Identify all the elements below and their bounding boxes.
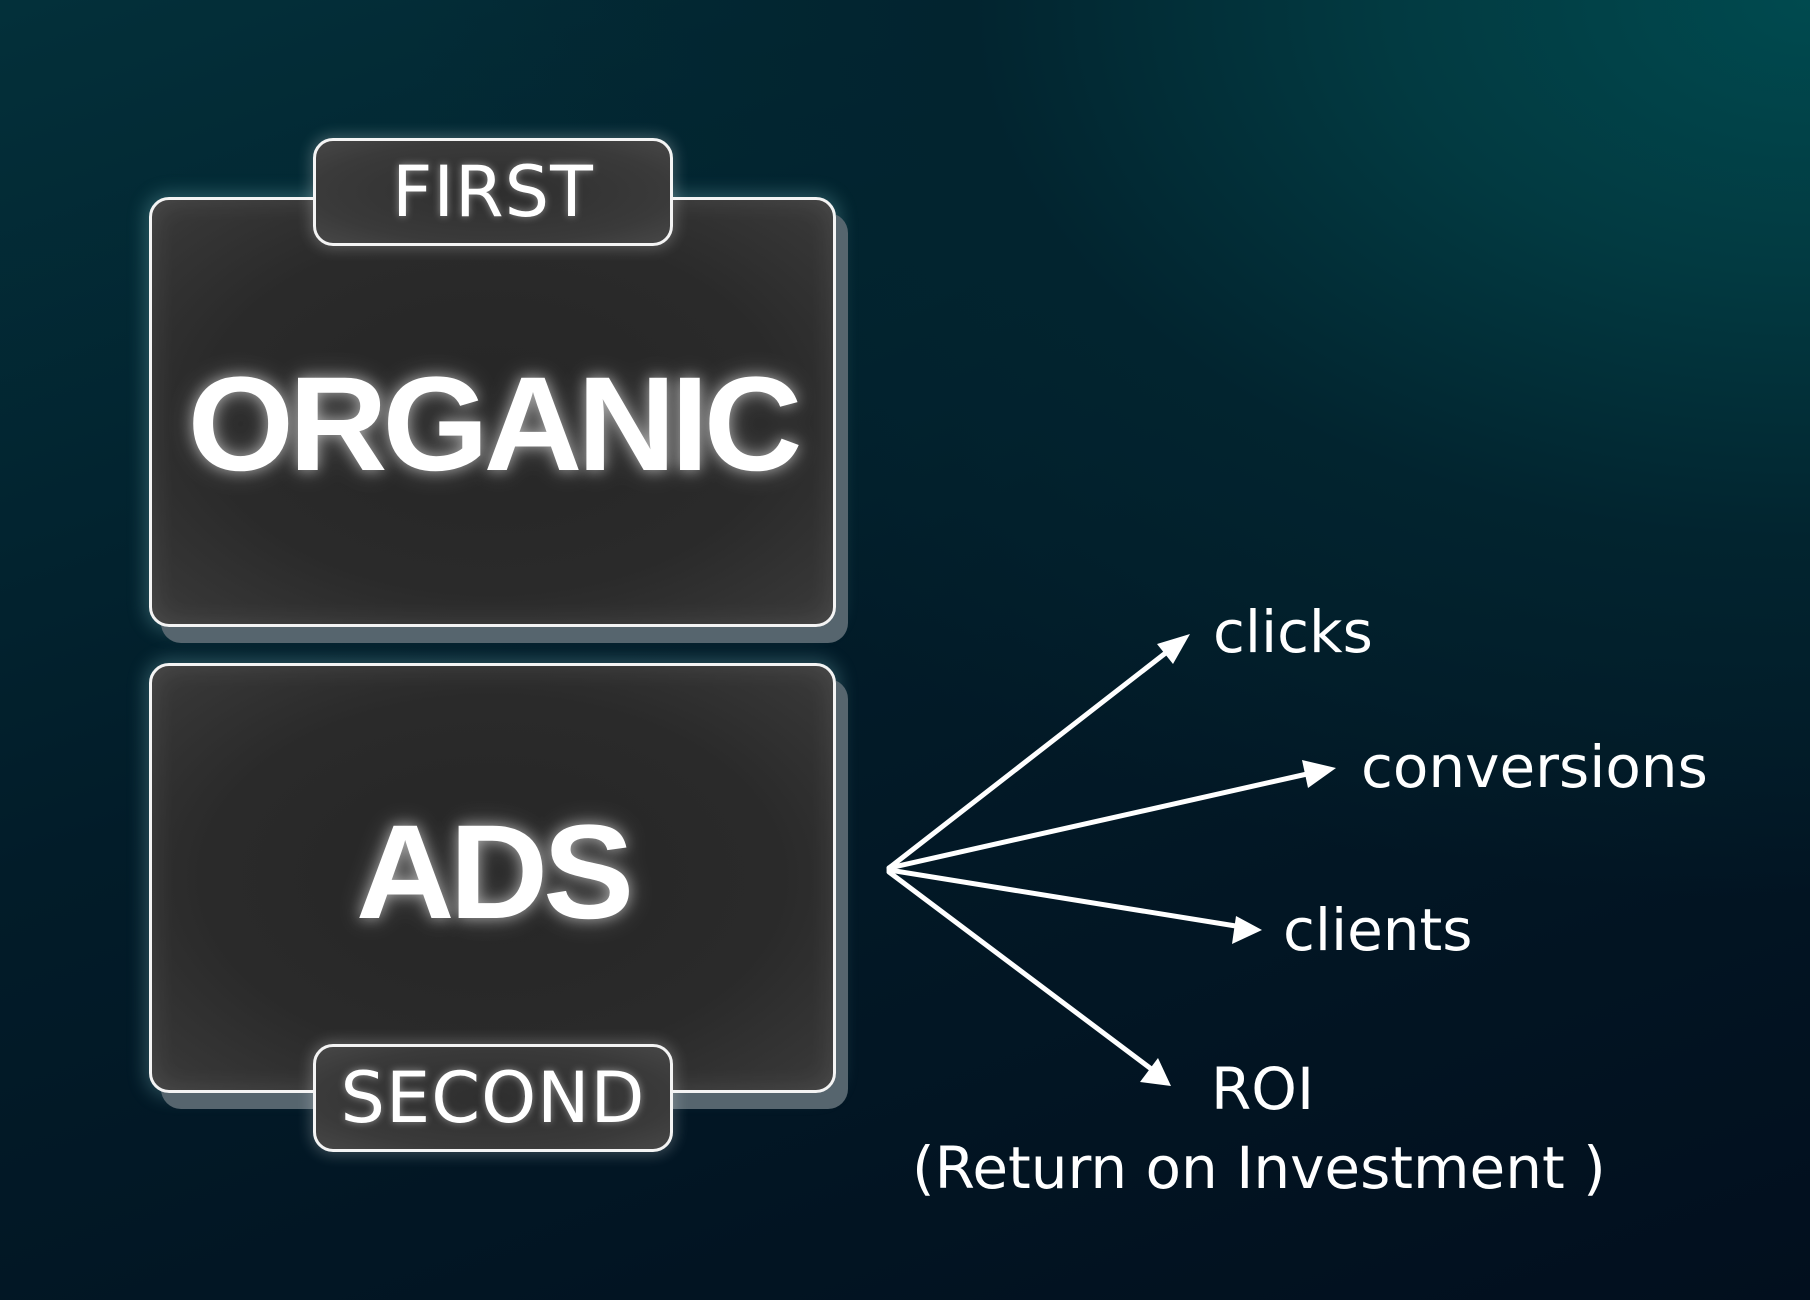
ads-title: ADS — [355, 798, 634, 947]
organic-title: ORGANIC — [187, 350, 803, 499]
second-tab-label: SECOND — [313, 1044, 673, 1152]
arrow-to-roi-icon — [886, 869, 1157, 1074]
arrowhead-clients-icon — [1232, 916, 1262, 944]
roi-expansion-label: (Return on Investment ) — [912, 1134, 1606, 1202]
clicks-label: clicks — [1213, 598, 1373, 666]
arrow-to-clicks-icon — [886, 645, 1175, 871]
arrowhead-roi-icon — [1140, 1058, 1171, 1086]
arrowhead-clicks-icon — [1157, 634, 1190, 664]
roi-label: ROI — [1211, 1055, 1315, 1123]
arrowhead-conversions-icon — [1302, 760, 1336, 788]
organic-card: ORGANIC — [149, 197, 836, 627]
first-tab-label: FIRST — [313, 138, 673, 246]
arrow-to-conversions-icon — [886, 769, 1319, 871]
arrow-to-clients-icon — [886, 867, 1245, 930]
conversions-label: conversions — [1361, 733, 1708, 801]
clients-label: clients — [1283, 896, 1473, 964]
